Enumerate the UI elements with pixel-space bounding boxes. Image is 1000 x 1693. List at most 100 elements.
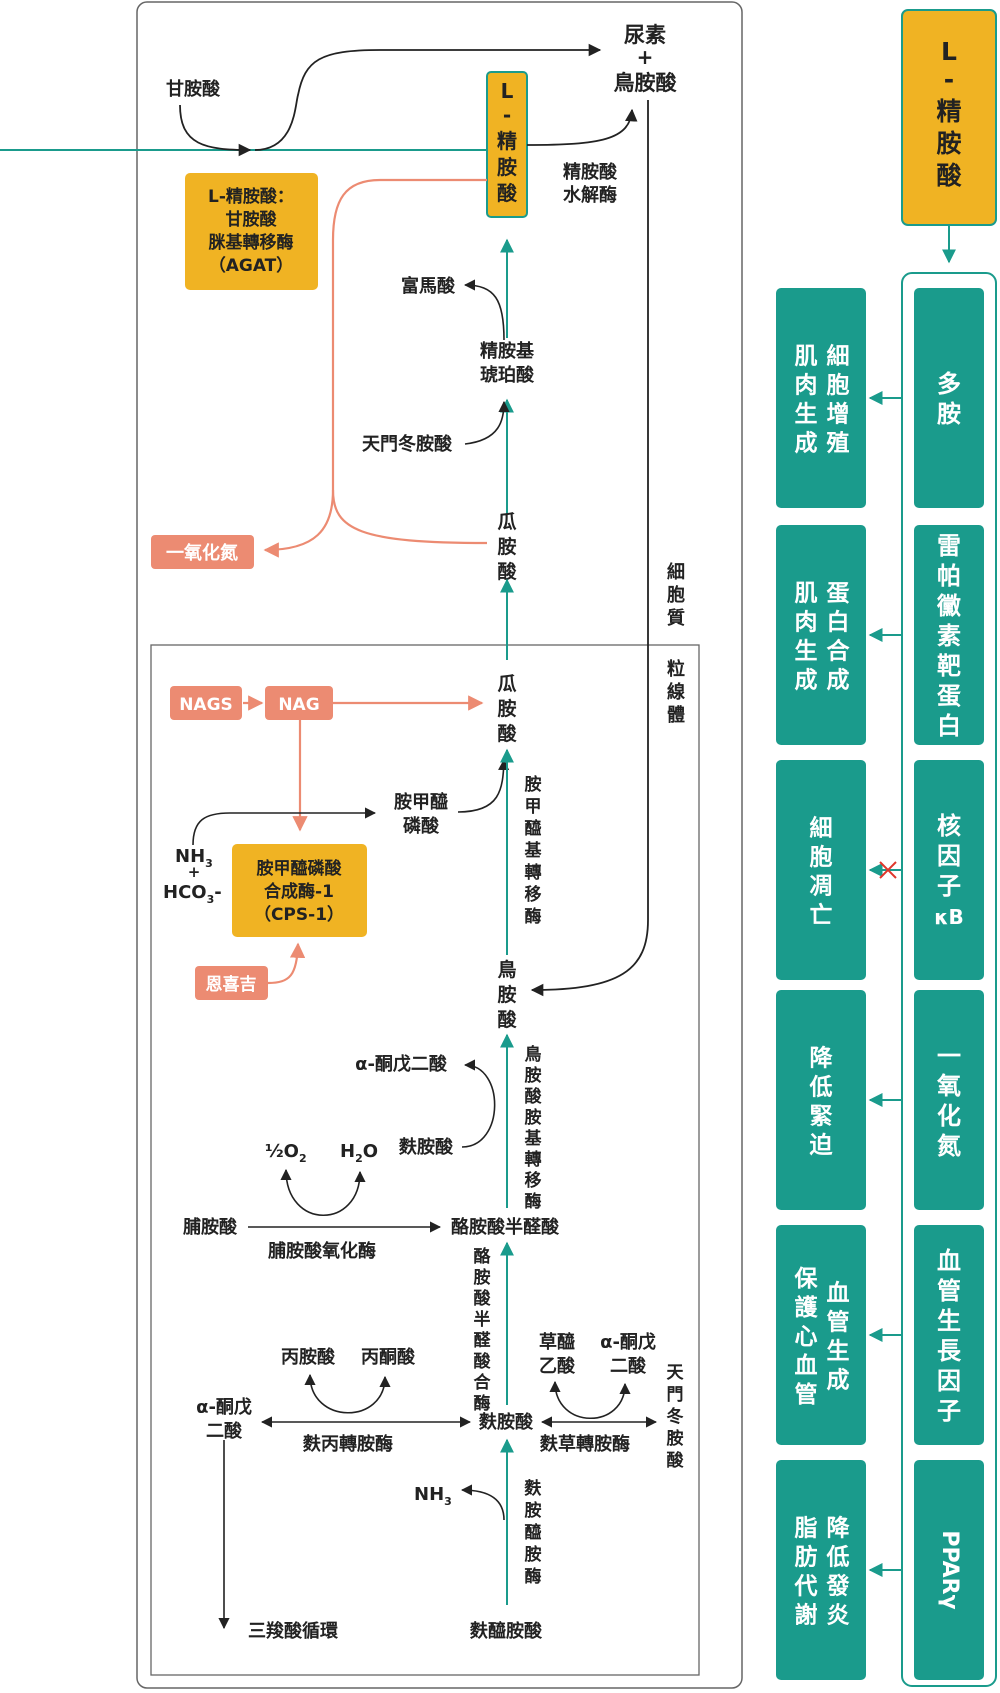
ornithine-mito-label: 鳥胺酸 [497, 958, 517, 1031]
nags-text: NAGS [179, 695, 233, 715]
cp-to-citrulline-arrow [457, 758, 510, 813]
glutamine-label: 麩醯胺酸 [469, 1620, 543, 1642]
plus2-label: + [188, 863, 201, 881]
glutamate1-label: 麩胺酸 [398, 1136, 454, 1158]
prodh-cofactor-arrow [280, 1168, 366, 1217]
effect-box-4 [776, 1225, 866, 1445]
oxaloacetate-label: 草醯乙酸 [539, 1331, 576, 1377]
effect-text-4-1: 保護心血管 [794, 1265, 819, 1408]
akg1-label: α-酮戊二酸 [355, 1053, 448, 1075]
argsucc-label: 精胺基琥珀酸 [480, 340, 535, 386]
right-header-text: L-精胺酸 [936, 37, 962, 190]
h2o-label: H2O [340, 1141, 378, 1165]
alt-cofactor-arrow [304, 1373, 391, 1414]
effect-text-5-1: 脂肪代謝 [794, 1516, 818, 1629]
citrulline-mito-label: 瓜胺酸 [497, 673, 517, 745]
target-text-4: 血管生長因子 [937, 1247, 962, 1425]
cytoplasm-frame [136, 1, 743, 1689]
no-text: 一氧化氮 [166, 542, 238, 564]
effect-text-0-0: 細胞增殖 [827, 344, 850, 457]
agat-to-urea-arrow [254, 43, 602, 151]
tca-label: 三羧酸循環 [248, 1620, 339, 1642]
target-text-5: PPARγ [937, 1530, 962, 1609]
half-o2-label: ½O2 [265, 1141, 307, 1165]
citrulline-cyto-label: 瓜胺酸 [497, 511, 517, 583]
effect-box-1 [776, 525, 866, 745]
cps1-text: 胺甲醯磷酸合成酶-1（CPS-1） [254, 858, 344, 925]
ornithine-top-label: 鳥胺酸 [614, 71, 678, 95]
effect-box-5 [776, 1460, 866, 1680]
carglumic-to-cps1-arrow [267, 942, 306, 985]
otc-label: 胺甲醯基轉移酶 [524, 774, 543, 927]
mitochondria-label: 粒線體 [667, 658, 685, 726]
effect-text-1-1: 肌肉生成 [795, 581, 818, 694]
no-box [151, 535, 254, 569]
carglumic-text: 恩喜吉 [206, 975, 257, 995]
cps1-box [232, 844, 367, 937]
pyruvate-label: 丙酮酸 [361, 1346, 416, 1368]
alanine-label: 丙胺酸 [281, 1346, 336, 1368]
ast-label: 麩草轉胺酶 [539, 1433, 630, 1455]
effect-text-0-1: 肌肉生成 [795, 344, 818, 457]
p5cs-label: 酪胺酸半醛酸合酶 [474, 1246, 492, 1414]
nag-box [265, 686, 333, 720]
glycine-arrow [179, 104, 252, 157]
target-box-0 [914, 288, 984, 508]
plus-label: + [637, 45, 654, 69]
target-text-0: 多胺 [937, 370, 961, 428]
right-targets-frame [901, 272, 997, 1687]
aspartate-top-arrow [464, 400, 510, 445]
aspartate2-label: 天門冬胺酸 [667, 1363, 685, 1471]
alt-label: 麩丙轉胺酶 [302, 1433, 393, 1455]
arginase-arrow [526, 108, 638, 146]
effect-text-4-0: 血管生成 [827, 1280, 850, 1394]
arginase-label: 精胺酸水解酶 [563, 161, 618, 206]
mitochondria-frame [150, 644, 700, 1676]
nh3-hco3-to-cp-arrow [192, 807, 377, 846]
nag-text: NAG [278, 695, 319, 715]
ornithine-return-line [530, 100, 649, 997]
effect-text-2-0: 細胞凋亡 [810, 816, 833, 929]
akg2-label: α-酮戊二酸 [196, 1397, 252, 1442]
urea-label: 尿素 [624, 23, 666, 47]
glutaminase-label: 麩胺醯胺酶 [524, 1479, 542, 1587]
oat-label: 鳥胺酸胺基轉移酶 [524, 1044, 543, 1212]
agat-box [185, 173, 318, 290]
proline-label: 脯胺酸 [182, 1216, 238, 1238]
fumarate-arrow [463, 279, 505, 341]
akg3-label: α-酮戊二酸 [600, 1332, 656, 1377]
nh3b-label: NH3 [414, 1484, 452, 1508]
effect-box-3 [776, 990, 866, 1210]
hco3-label: HCO3- [163, 882, 222, 906]
target-text-1: 雷帕黴素靶蛋白 [936, 532, 961, 740]
target-text-3: 一氧化氮 [937, 1042, 961, 1160]
glycine-label: 甘胺酸 [166, 78, 221, 100]
glutamate2-label: 麩胺酸 [478, 1411, 534, 1433]
nos-path [331, 178, 488, 545]
arginine-box-text: L-精胺酸 [497, 79, 518, 205]
ast-cofactor-arrow [549, 1380, 631, 1419]
p5c-label: 酪胺酸半醛酸 [451, 1216, 560, 1238]
nags-box [170, 686, 242, 720]
effect-text-1-0: 蛋白合成 [827, 581, 851, 694]
cytoplasm-label: 細胞質 [667, 561, 685, 629]
target-box-1 [914, 525, 984, 745]
agat-text: L-精胺酸：甘胺酸脒基轉移酶（AGAT） [208, 186, 294, 276]
inhibit-x-icon [879, 861, 897, 879]
carglumic-box [195, 966, 268, 1000]
prodh-label: 脯胺酸氧化酶 [267, 1240, 376, 1262]
oat-side-arrow [461, 1059, 496, 1148]
aspartate-top-label: 天門冬胺酸 [362, 433, 453, 455]
glutaminase-nh3-arrow [460, 1484, 505, 1521]
effect-box-0 [776, 288, 866, 508]
nos-to-no-arrow [263, 489, 335, 558]
effect-text-3-0: 降低緊迫 [809, 1046, 834, 1159]
target-box-5 [914, 1460, 984, 1680]
target-box-3 [914, 990, 984, 1210]
effect-text-5-0: 降低發炎 [826, 1516, 851, 1629]
effect-box-2 [776, 760, 866, 980]
carbamoyl-p-label: 胺甲醯磷酸 [393, 791, 448, 837]
